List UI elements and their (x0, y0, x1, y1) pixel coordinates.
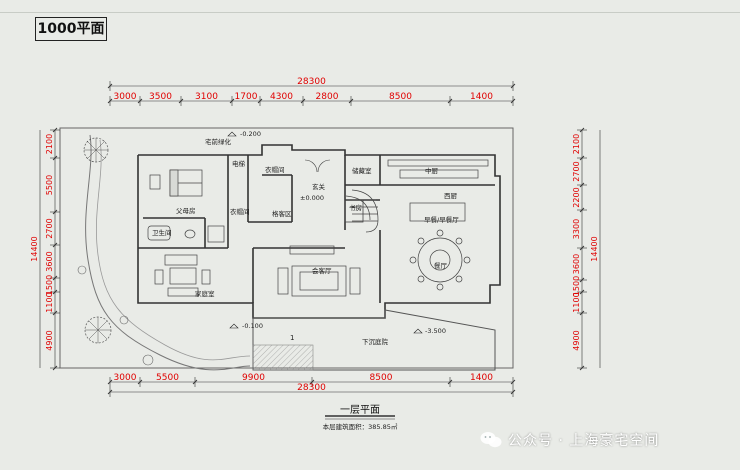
label-parents-room: 父母房 (176, 206, 196, 215)
building-walls (137, 144, 501, 319)
tree-icon (83, 137, 109, 163)
living-sofa-icon (277, 245, 361, 297)
dimension-label: 1500 (45, 275, 54, 295)
dimension-label: 4300 (270, 92, 293, 102)
dimension-label: 8500 (389, 92, 412, 102)
dimension-label: 1100 (45, 292, 54, 312)
label-storage: 衣帽间 (265, 165, 285, 174)
lift-shaft (344, 199, 364, 223)
courtyard-steps (252, 344, 314, 371)
dimension-label: 2700 (572, 161, 581, 181)
garden-path-inner (95, 139, 251, 361)
kitchen-island-icon (387, 159, 489, 222)
dimension-total: 14400 (30, 236, 39, 261)
label-bathroom: 卫生间 (152, 228, 172, 237)
dimension-label: 9900 (242, 373, 265, 383)
label-living-room: 会客厅 (312, 266, 332, 275)
label-foyer: 玄关 (312, 182, 326, 191)
dimension-label: 2200 (572, 187, 581, 207)
garden-path (85, 134, 251, 371)
dimension-label: 2100 (572, 134, 581, 154)
dimension-label: 4900 (45, 330, 54, 350)
label-cloakroom: 衣帽间 (230, 207, 250, 216)
dimension-label: 3100 (195, 92, 218, 102)
wechat-icon (480, 432, 502, 448)
label-sunken-yard: 下沉庭院 (362, 337, 389, 346)
top-dimension-line: 3000 3500 3100 1700 4300 2800 8500 1400 28300 (107, 77, 516, 106)
dimension-label: 1700 (235, 92, 258, 102)
bath-fixtures (147, 225, 225, 243)
dimension-label: 3500 (149, 92, 172, 102)
dimension-label: 1500 (572, 276, 581, 296)
label-western-kitchen: 西厨 (444, 192, 458, 200)
label-entry-hall: 格客区 (272, 209, 292, 218)
dimension-total: 28300 (297, 77, 326, 87)
dimension-label: 5500 (156, 373, 179, 383)
level-sunken: -3.500 (425, 327, 446, 335)
bed-icon (149, 169, 203, 197)
dining-table-icon (409, 229, 471, 291)
scale-tag: 1000平面 (35, 17, 107, 41)
dimension-label: 3600 (572, 254, 581, 274)
dimension-label: 5500 (45, 175, 54, 195)
level-marker-icon (227, 131, 423, 334)
level-entrance: ±0.000 (300, 194, 324, 202)
dimension-label: 4900 (572, 330, 581, 350)
tree-icon (84, 316, 112, 344)
label-lift: 电梯 (232, 159, 246, 168)
section-mark: 1 (290, 334, 294, 342)
label-breakfast: 早餐/早餐厅 (424, 215, 459, 224)
dimension-total: 28300 (297, 383, 326, 393)
shrub-icon (119, 315, 129, 325)
dimension-label: 1400 (470, 373, 493, 383)
dimension-total: 14400 (590, 236, 599, 261)
label-dining: 餐厅 (434, 261, 448, 270)
dimension-label: 3000 (114, 373, 137, 383)
watermark-text: 公众号 · 上海豪宅空间 (508, 433, 660, 449)
label-family-room: 家庭室 (195, 289, 215, 298)
level-terrace: -0.100 (242, 322, 263, 330)
page-top-border (0, 12, 740, 13)
label-front-garden: 宅前绿化 (205, 137, 232, 146)
area-note: 本层建筑面积：385.85㎡ (323, 422, 398, 431)
dimension-label: 1100 (572, 292, 581, 312)
label-chinese-kitchen: 中厨 (425, 166, 439, 175)
dimension-label: 2700 (45, 218, 54, 238)
watermark: 公众号 · 上海豪宅空间 (480, 428, 659, 452)
shrub-icon (142, 354, 154, 366)
bottom-dimension-line: 3000 5500 9900 8500 1400 28300 (107, 373, 516, 397)
shrub-icon (77, 265, 87, 275)
plan-title: 一层平面 (340, 404, 380, 416)
level-garden: -0.200 (240, 130, 261, 138)
entry-door-icon (304, 159, 331, 173)
label-small-room: 书房 (349, 203, 362, 212)
dimension-label: 8500 (370, 373, 393, 383)
sofa-icon (154, 254, 211, 297)
dimension-label: 2100 (45, 134, 54, 154)
dimension-label: 3600 (45, 251, 54, 271)
dimension-label: 3300 (572, 219, 581, 239)
dimension-label: 2800 (316, 92, 339, 102)
dimension-label: 3000 (114, 92, 137, 102)
label-pantry: 储藏室 (352, 166, 372, 175)
dimension-label: 1400 (470, 92, 493, 102)
